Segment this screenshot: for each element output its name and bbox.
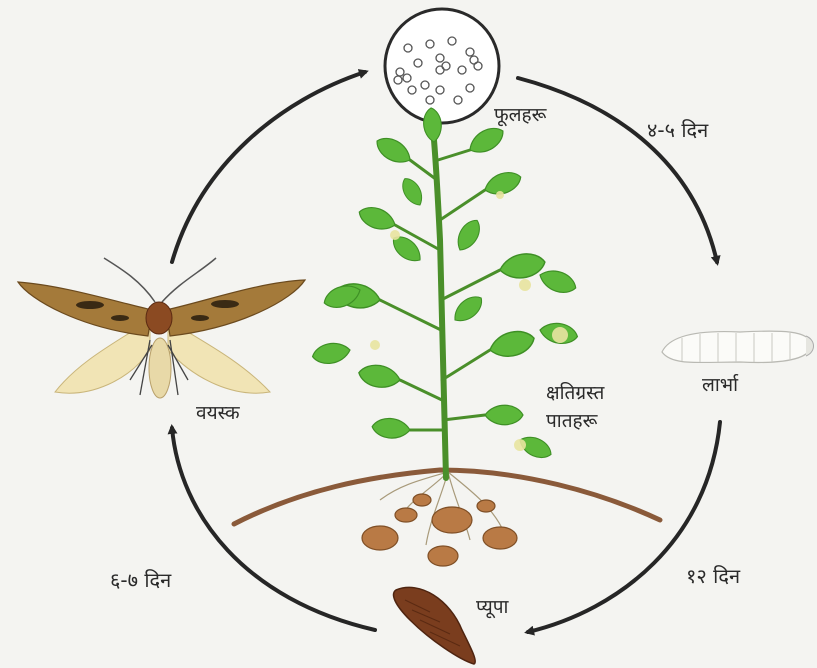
pupa-icon: [394, 587, 476, 664]
adult-label: वयस्क: [196, 402, 240, 426]
eggs-label: फूलहरू: [494, 104, 546, 128]
duration-egg-to-larva: ४-५ दिन: [647, 118, 708, 143]
arrow-adult-to-eggs: [172, 72, 365, 262]
duration-larva-to-pupa: १२ दिन: [686, 564, 740, 589]
duration-pupa-to-adult: ६-७ दिन: [110, 568, 171, 593]
potato-plant-icon: [311, 107, 579, 566]
larva-icon: [662, 331, 814, 362]
egg-cluster-icon: [385, 9, 499, 123]
larva-label: लार्भा: [702, 374, 738, 398]
arrow-pupa-to-adult: [172, 428, 375, 630]
damaged-leaves-label-line1: क्षतिग्रस्त: [546, 382, 604, 406]
moth-icon: [18, 258, 305, 398]
damaged-leaves-label-line2: पातहरू: [546, 410, 597, 434]
pupa-label: प्यूपा: [476, 596, 508, 620]
arrow-eggs-to-larva: [518, 78, 717, 262]
arrow-larva-to-pupa: [528, 422, 720, 632]
